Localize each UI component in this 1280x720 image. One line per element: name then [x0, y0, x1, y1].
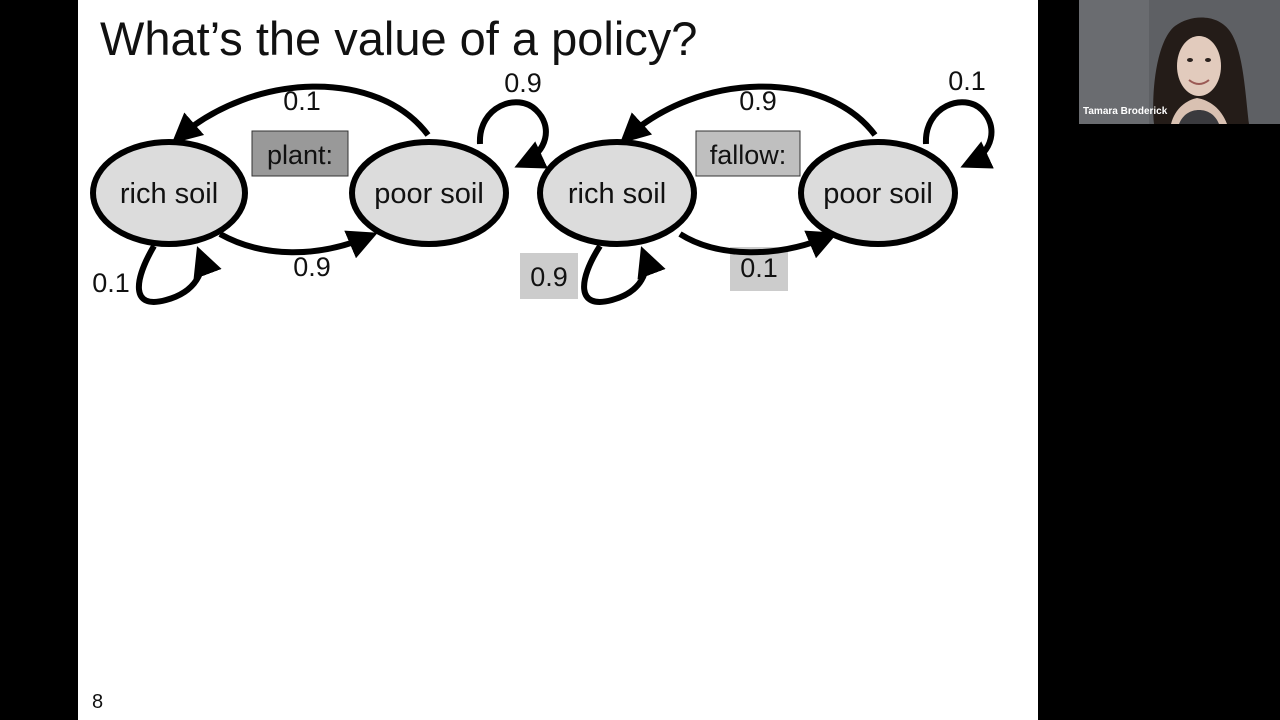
state-label-rich-soil: rich soil — [568, 178, 666, 210]
prob-rich-self: 0.1 — [92, 268, 130, 298]
participant-avatar — [1079, 0, 1280, 124]
state-label-poor-soil: poor soil — [823, 178, 933, 210]
plant-diagram: rich soil poor soil plant: 0.1 0.9 0.1 0… — [90, 68, 549, 305]
prob-highlight-rich-self — [520, 253, 578, 299]
state-label-rich-soil: rich soil — [120, 178, 218, 210]
state-poor-soil — [798, 139, 958, 247]
slide-title: What’s the value of a policy? — [100, 12, 698, 65]
prob-poor-to-rich: 0.1 — [283, 86, 321, 116]
state-label-poor-soil: poor soil — [374, 178, 484, 210]
slide-page-number: 8 — [92, 691, 104, 713]
action-label-background — [695, 130, 801, 177]
prob-rich-to-poor: 0.9 — [293, 252, 331, 282]
edge-poor-to-rich — [619, 83, 878, 144]
markov-chain-diagrams: rich soil poor soil plant: 0.1 0.9 0.1 0… — [90, 66, 995, 305]
action-label-fallow: fallow: — [710, 140, 787, 170]
state-rich-soil — [537, 139, 697, 247]
edge-rich-to-poor — [218, 230, 378, 259]
edge-poor-self-loop — [922, 99, 995, 169]
participant-video-tile[interactable]: Tamara Broderick — [1079, 0, 1280, 124]
fallow-diagram: rich soil poor soil fallow: 0.9 0.1 0.9 … — [520, 66, 995, 305]
presentation-slide: What’s the value of a policy? — [78, 0, 1038, 720]
state-rich-soil — [90, 139, 248, 247]
state-poor-soil — [349, 139, 509, 247]
prob-poor-self: 0.9 — [504, 68, 542, 98]
edge-rich-self-loop — [135, 244, 222, 305]
action-label-plant: plant: — [267, 140, 333, 170]
edge-poor-to-rich — [171, 83, 431, 144]
prob-poor-self: 0.1 — [948, 66, 986, 96]
prob-poor-to-rich: 0.9 — [739, 86, 777, 116]
action-label-background — [251, 130, 349, 177]
edge-poor-self-loop — [476, 99, 549, 169]
edge-rich-to-poor — [678, 230, 838, 259]
prob-rich-self: 0.9 — [530, 262, 568, 292]
prob-rich-to-poor: 0.1 — [740, 253, 778, 283]
edge-rich-self-loop — [581, 244, 666, 305]
participant-name-label: Tamara Broderick — [1083, 106, 1168, 117]
